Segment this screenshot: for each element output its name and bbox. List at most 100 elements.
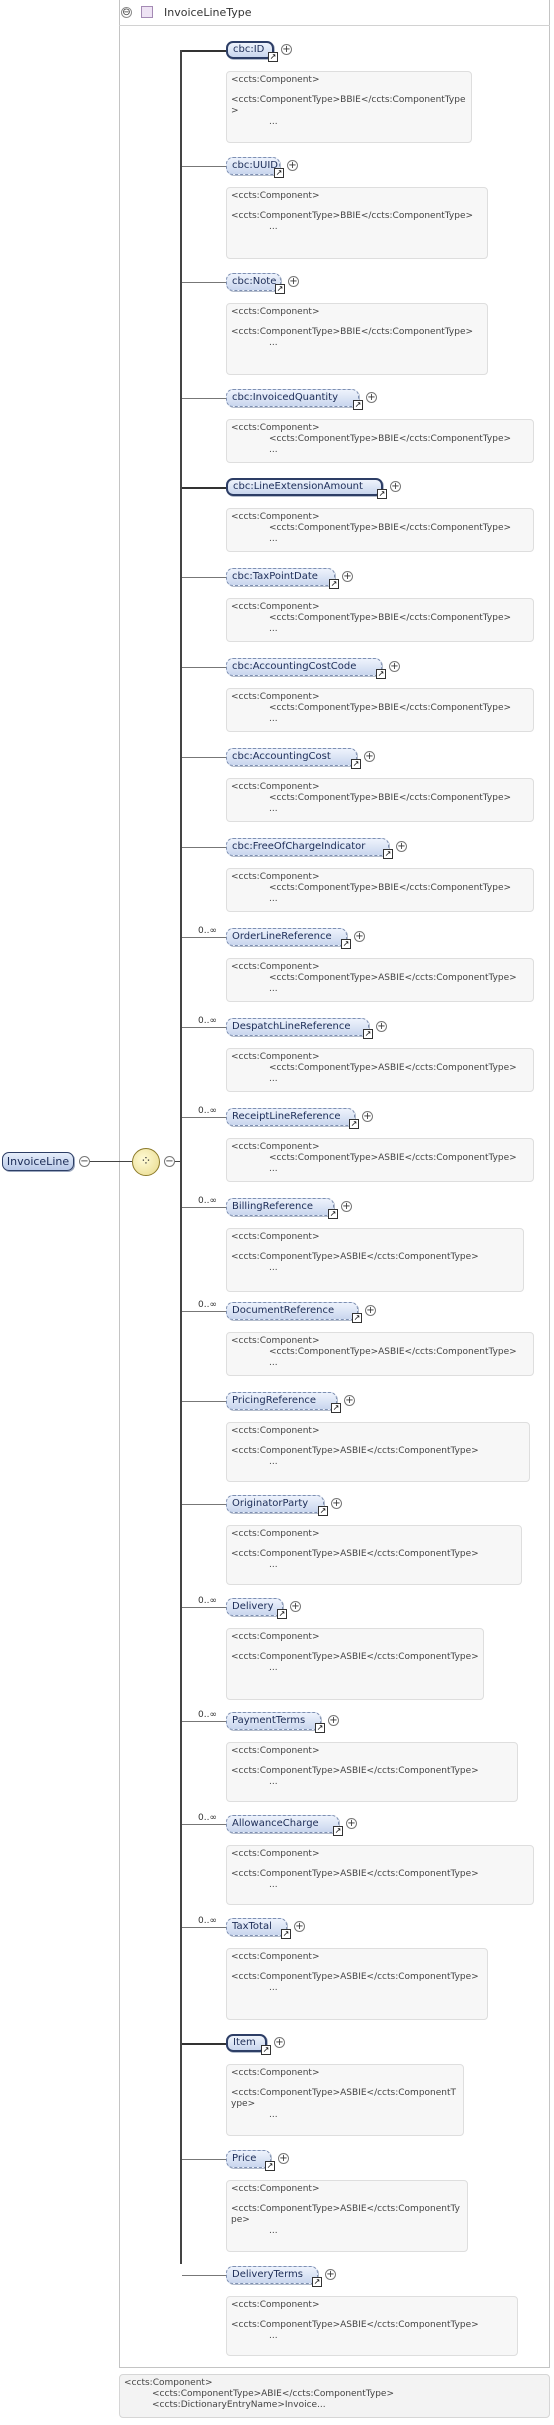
expand-plus-icon[interactable]: + — [354, 931, 365, 942]
element-price[interactable]: Price — [226, 2150, 271, 2168]
annotation-line: <ccts:Component> — [231, 2068, 320, 2078]
branch-line — [182, 1117, 226, 1118]
element-cbc-taxpointdate[interactable]: cbc:TaxPointDate — [226, 568, 335, 586]
element-originatorparty[interactable]: OriginatorParty — [226, 1495, 324, 1513]
annotation-ellipsis: ... — [269, 894, 278, 904]
branch-line — [182, 1607, 226, 1608]
element-pricingreference[interactable]: PricingReference — [226, 1392, 337, 1410]
annotation-line: <ccts:ComponentType>ASBIE</ccts:Componen… — [269, 973, 517, 983]
expand-plus-icon[interactable]: + — [325, 2269, 336, 2280]
element-cbc-note[interactable]: cbc:Note — [226, 273, 281, 291]
expand-plus-icon[interactable]: + — [365, 1305, 376, 1316]
expand-icon[interactable]: − — [79, 1156, 90, 1167]
annotation-line: <ccts:Component> — [231, 1746, 320, 1756]
element-taxtotal[interactable]: TaxTotal — [226, 1918, 287, 1936]
occurrence-label: 0..∞ — [198, 926, 217, 936]
annotation-ellipsis: ... — [269, 2226, 278, 2236]
element-billingreference[interactable]: BillingReference — [226, 1198, 334, 1216]
annotation-card: <ccts:Component><ccts:ComponentType>ASBI… — [226, 1048, 534, 1092]
annotation-card: <ccts:Component><ccts:ComponentType>BBIE… — [226, 419, 534, 463]
reference-arrow-icon: ↗ — [315, 1723, 325, 1733]
element-paymentterms[interactable]: PaymentTerms — [226, 1712, 321, 1730]
element-cbc-invoicedquantity[interactable]: cbc:InvoicedQuantity — [226, 389, 359, 407]
occurrence-label: 0..∞ — [198, 1710, 217, 1720]
annotation-ellipsis: ... — [269, 445, 278, 455]
expand-plus-icon[interactable]: + — [344, 1395, 355, 1406]
element-cbc-accountingcost[interactable]: cbc:AccountingCost — [226, 748, 357, 766]
expand-plus-icon[interactable]: + — [366, 392, 377, 403]
expand-plus-icon[interactable]: + — [274, 2037, 285, 2048]
expand-plus-icon[interactable]: + — [341, 1201, 352, 1212]
expand-plus-icon[interactable]: + — [278, 2153, 289, 2164]
branch-line — [182, 398, 226, 399]
annotation-ellipsis: ... — [269, 714, 278, 724]
expand-plus-icon[interactable]: + — [331, 1498, 342, 1509]
element-cbc-freeofchargeindicator[interactable]: cbc:FreeOfChargeIndicator — [226, 838, 389, 856]
annotation-ellipsis: ... — [269, 338, 278, 348]
element-cbc-uuid[interactable]: cbc:UUID — [226, 157, 280, 175]
expand-plus-icon[interactable]: + — [346, 1818, 357, 1829]
sequence-expand-icon[interactable]: − — [164, 1156, 175, 1167]
annotation-card: <ccts:Component><ccts:ComponentType>ASBI… — [226, 1628, 484, 1700]
occurrence-label: 0..∞ — [198, 1916, 217, 1926]
expand-plus-icon[interactable]: + — [294, 1921, 305, 1932]
root-element-invoiceline[interactable]: InvoiceLine — [2, 1152, 74, 1171]
element-documentreference[interactable]: DocumentReference — [226, 1302, 358, 1320]
annotation-card: <ccts:Component><ccts:ComponentType>BBIE… — [226, 688, 534, 732]
annotation-gap — [231, 1963, 483, 1972]
occurrence-label: 0..∞ — [198, 1106, 217, 1116]
branch-line — [182, 282, 226, 283]
element-cbc-id[interactable]: cbc:ID — [226, 41, 274, 59]
annotation-line: <ccts:ComponentType>ASBIE</ccts:Componen… — [231, 2320, 479, 2330]
annotation-ellipsis: ... — [269, 1074, 278, 1084]
element-orderlinereference[interactable]: OrderLineReference — [226, 928, 347, 946]
annotation-line: <ccts:Component> — [231, 1529, 320, 1539]
annotation-line: <ccts:ComponentType>ASBIE</ccts:Componen… — [269, 1347, 517, 1357]
annotation-line: <ccts:Component> — [231, 872, 320, 882]
reference-arrow-icon: ↗ — [274, 168, 284, 178]
element-cbc-lineextensionamount[interactable]: cbc:LineExtensionAmount — [226, 478, 383, 496]
expand-plus-icon[interactable]: + — [364, 751, 375, 762]
connector-line — [175, 1161, 181, 1162]
element-allowancecharge[interactable]: AllowanceCharge — [226, 1815, 339, 1833]
sequence-compositor-icon[interactable]: ⁘ — [132, 1148, 160, 1176]
annotation-card: <ccts:Component><ccts:ComponentType>ASBI… — [226, 1422, 530, 1482]
reference-arrow-icon: ↗ — [352, 1313, 362, 1323]
annotation-gap — [231, 318, 483, 327]
reference-arrow-icon: ↗ — [318, 1506, 328, 1516]
expand-plus-icon[interactable]: + — [281, 44, 292, 55]
element-receiptlinereference[interactable]: ReceiptLineReference — [226, 1108, 355, 1126]
reference-arrow-icon: ↗ — [261, 2045, 271, 2055]
branch-line — [182, 937, 226, 938]
expand-plus-icon[interactable]: + — [376, 1021, 387, 1032]
annotation-line: <ccts:ComponentType>BBIE</ccts:Component… — [269, 883, 512, 893]
expand-plus-icon[interactable]: + — [342, 571, 353, 582]
reference-arrow-icon: ↗ — [333, 1826, 343, 1836]
element-cbc-accountingcostcode[interactable]: cbc:AccountingCostCode — [226, 658, 382, 676]
annotation-line: <ccts:ComponentType>BBIE</ccts:Component… — [269, 434, 512, 444]
annotation-line: <ccts:ComponentType>ASBIE</ccts:Componen… — [231, 1869, 479, 1879]
branch-line — [182, 2043, 226, 2045]
element-deliveryterms[interactable]: DeliveryTerms — [226, 2266, 318, 2284]
expand-plus-icon[interactable]: + — [290, 1601, 301, 1612]
element-delivery[interactable]: Delivery — [226, 1598, 283, 1616]
expand-plus-icon[interactable]: + — [287, 160, 298, 171]
annotation-card: <ccts:Component><ccts:ComponentType>ASBI… — [226, 2180, 468, 2252]
branch-line — [182, 2275, 226, 2276]
annotation-line: <ccts:ComponentType>ASBIE</ccts:Componen… — [231, 1446, 479, 1456]
expand-plus-icon[interactable]: + — [390, 481, 401, 492]
expand-plus-icon[interactable]: + — [288, 276, 299, 287]
expand-plus-icon[interactable]: + — [362, 1111, 373, 1122]
expand-plus-icon[interactable]: + — [328, 1715, 339, 1726]
element-item[interactable]: Item — [226, 2034, 267, 2052]
reference-arrow-icon: ↗ — [268, 52, 278, 62]
branch-line — [182, 2159, 226, 2160]
annotation-card: <ccts:Component><ccts:ComponentType>ASBI… — [226, 1525, 522, 1585]
element-despatchlinereference[interactable]: DespatchLineReference — [226, 1018, 369, 1036]
annotation-ellipsis: ... — [269, 2110, 278, 2120]
expand-plus-icon[interactable]: + — [389, 661, 400, 672]
expand-plus-icon[interactable]: + — [396, 841, 407, 852]
reference-arrow-icon: ↗ — [328, 1209, 338, 1219]
reference-arrow-icon: ↗ — [351, 759, 361, 769]
collapse-toggle-icon[interactable]: ⊖ — [121, 7, 132, 18]
